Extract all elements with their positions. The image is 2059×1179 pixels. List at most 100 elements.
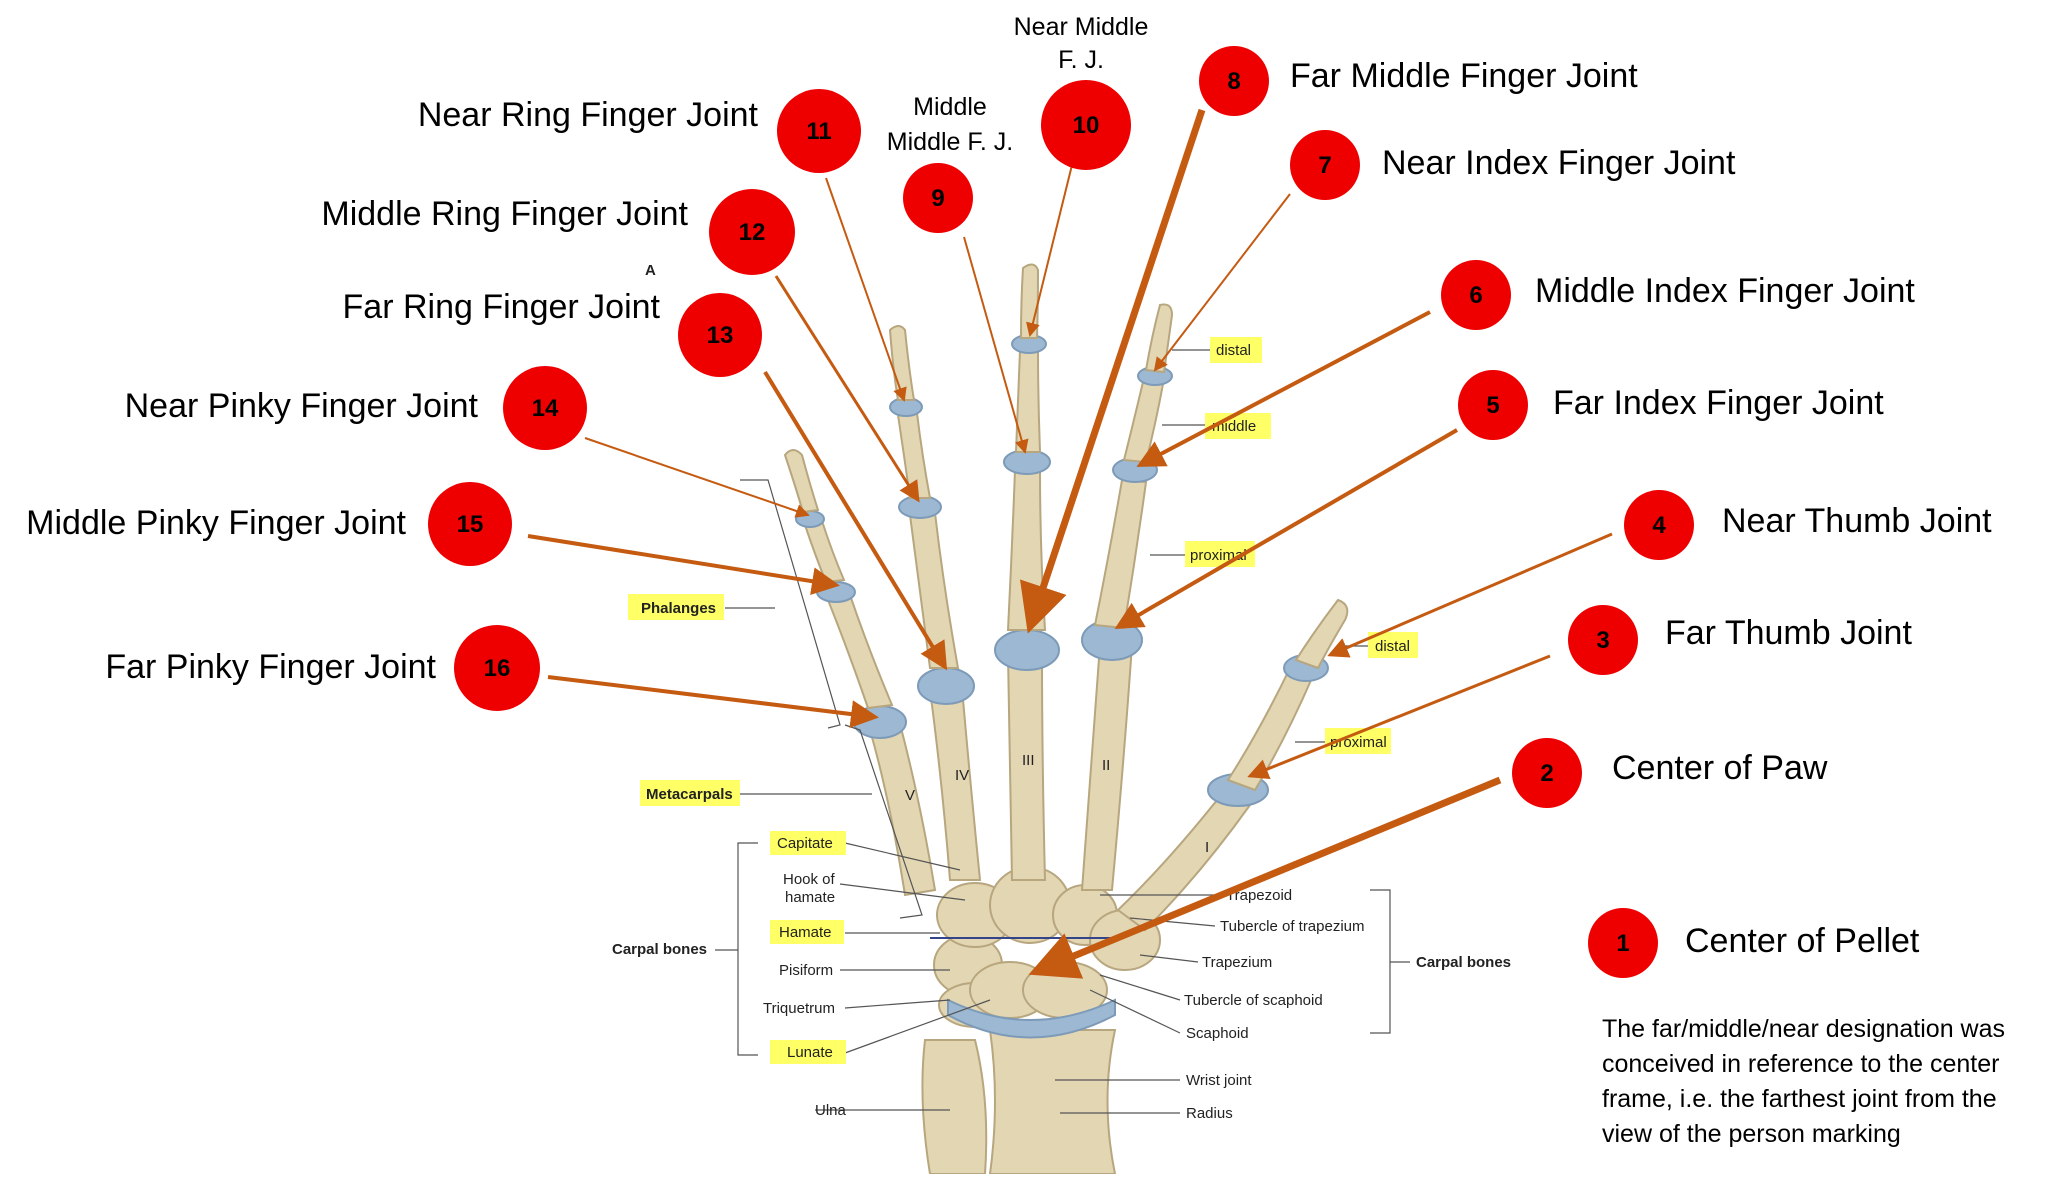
thumb-distal-phalanx	[1294, 598, 1349, 670]
carpal-left-bracket	[737, 842, 758, 1056]
marker-9-dot	[903, 163, 973, 233]
label-marker-9-line1: Middle	[913, 93, 987, 121]
phalanges-bracket	[740, 479, 841, 729]
marker-6-number: 6	[1469, 282, 1482, 309]
label-marker-13: Far Ring Finger Joint	[343, 288, 661, 326]
middle-middle-phalanx	[1014, 349, 1042, 453]
middle-pip-cartilage	[1003, 449, 1051, 475]
label-marker-9-line2: Middle F. J.	[887, 128, 1013, 156]
label-marker-4: Near Thumb Joint	[1722, 502, 1992, 540]
label-wrist-joint: Wrist joint	[1186, 1072, 1252, 1089]
index-distal-phalanx	[1144, 303, 1174, 374]
arrow-16	[547, 675, 879, 728]
label-proximal-thumb: proximal	[1330, 734, 1387, 751]
label-metacarpals: Metacarpals	[646, 786, 733, 803]
marker-arrows	[527, 108, 1613, 979]
arrow-3	[1247, 654, 1551, 780]
marker-11-dot	[777, 89, 861, 173]
label-capitate: Capitate	[777, 835, 833, 852]
label-marker-14: Near Pinky Finger Joint	[125, 387, 479, 425]
arrow-5	[1114, 428, 1459, 630]
ring-proximal-phalanx	[908, 511, 960, 669]
label-marker-8: Far Middle Finger Joint	[1290, 57, 1638, 95]
wrist-cartilage	[947, 998, 1116, 1039]
label-marker-16: Far Pinky Finger Joint	[105, 648, 436, 686]
marker-1-dot	[1588, 908, 1658, 978]
marker-2-number: 2	[1540, 760, 1553, 787]
label-marker-12: Middle Ring Finger Joint	[321, 195, 688, 233]
arrow-4	[1327, 532, 1613, 658]
label-hook-of-hamate-2: hamate	[785, 889, 835, 906]
label-trapezoid: Trapezoid	[1226, 887, 1292, 904]
label-marker-5: Far Index Finger Joint	[1553, 384, 1884, 422]
arrow-2	[1028, 776, 1502, 979]
marker-4-dot	[1624, 490, 1694, 560]
marker-3-dot	[1568, 605, 1638, 675]
label-marker-6: Middle Index Finger Joint	[1535, 272, 1915, 310]
marker-7-number: 7	[1318, 152, 1331, 179]
label-tubercle-of-scaphoid: Tubercle of scaphoid	[1184, 992, 1323, 1009]
label-phalanges: Phalanges	[641, 600, 716, 617]
roman-numeral-i: I	[1205, 839, 1209, 856]
label-lunate: Lunate	[787, 1044, 833, 1061]
arrow-15	[527, 534, 840, 596]
marker-13-number: 13	[707, 322, 734, 349]
pinky-middle-phalanx	[803, 519, 846, 584]
label-marker-7: Near Index Finger Joint	[1382, 144, 1736, 182]
label-marker-3: Far Thumb Joint	[1665, 614, 1912, 652]
label-trapezium: Trapezium	[1202, 954, 1272, 971]
marker-16-dot	[454, 625, 540, 711]
anatomy-leaders	[715, 349, 1410, 1114]
label-marker-10-line1: Near Middle	[1014, 13, 1149, 41]
roman-numeral-v: V	[905, 787, 915, 804]
pinky-mcp-cartilage	[853, 705, 907, 739]
marker-12-number: 12	[739, 219, 766, 246]
ring-mcp-cartilage	[917, 667, 975, 705]
label-marker-10-line2: F. J.	[1058, 46, 1104, 74]
arrow-6	[1136, 310, 1431, 467]
label-tubercle-of-trapezium: Tubercle of trapezium	[1220, 918, 1365, 935]
marker-5-dot	[1458, 370, 1528, 440]
marker-8-dot	[1199, 46, 1269, 116]
designation-note: The far/middle/near designation was conc…	[1602, 1015, 2005, 1148]
figure-letter: A	[645, 262, 656, 279]
arrow-7	[1153, 193, 1291, 372]
index-middle-phalanx	[1122, 380, 1165, 464]
thumb-proximal-phalanx	[1226, 666, 1314, 792]
label-pisiform: Pisiform	[779, 962, 833, 979]
arrow-8	[1020, 108, 1206, 634]
marker-11-number: 11	[806, 118, 831, 145]
arrow-11	[825, 177, 907, 402]
label-hamate: Hamate	[779, 924, 832, 941]
carpal-right-bracket	[1370, 889, 1391, 1034]
marker-2-dot	[1512, 738, 1582, 808]
marker-15-number: 15	[457, 511, 484, 538]
marker-6-dot	[1441, 260, 1511, 330]
marker-13-dot	[678, 293, 762, 377]
label-triquetrum: Triquetrum	[763, 1000, 835, 1017]
label-marker-11: Near Ring Finger Joint	[418, 96, 759, 134]
roman-numeral-iv: IV	[955, 767, 969, 784]
ring-pip-cartilage	[898, 495, 942, 519]
label-marker-15: Middle Pinky Finger Joint	[26, 504, 406, 542]
marker-4-number: 4	[1652, 512, 1666, 539]
pinky-metacarpal	[868, 722, 937, 897]
label-hook-of-hamate-1: Hook of	[783, 871, 836, 888]
label-carpal-bones-right: Carpal bones	[1416, 954, 1511, 971]
marker-labels: Center of Pellet Center of Paw Far Thumb…	[26, 13, 1992, 960]
marker-10-dot	[1041, 80, 1131, 170]
label-radius: Radius	[1186, 1105, 1233, 1122]
label-middle-index: middle	[1212, 418, 1256, 435]
pinky-distal-phalanx	[783, 449, 820, 514]
label-distal-thumb: distal	[1375, 638, 1410, 655]
label-ulna: Ulna	[815, 1102, 847, 1119]
label-marker-1: Center of Pellet	[1685, 922, 1920, 960]
ring-distal-phalanx	[888, 325, 916, 401]
marker-7-dot	[1290, 130, 1360, 200]
label-carpal-bones-left: Carpal bones	[612, 941, 707, 958]
arrow-14	[584, 437, 810, 518]
marker-5-number: 5	[1486, 392, 1499, 419]
marker-9-number: 9	[931, 185, 944, 212]
label-marker-2: Center of Paw	[1612, 749, 1828, 787]
